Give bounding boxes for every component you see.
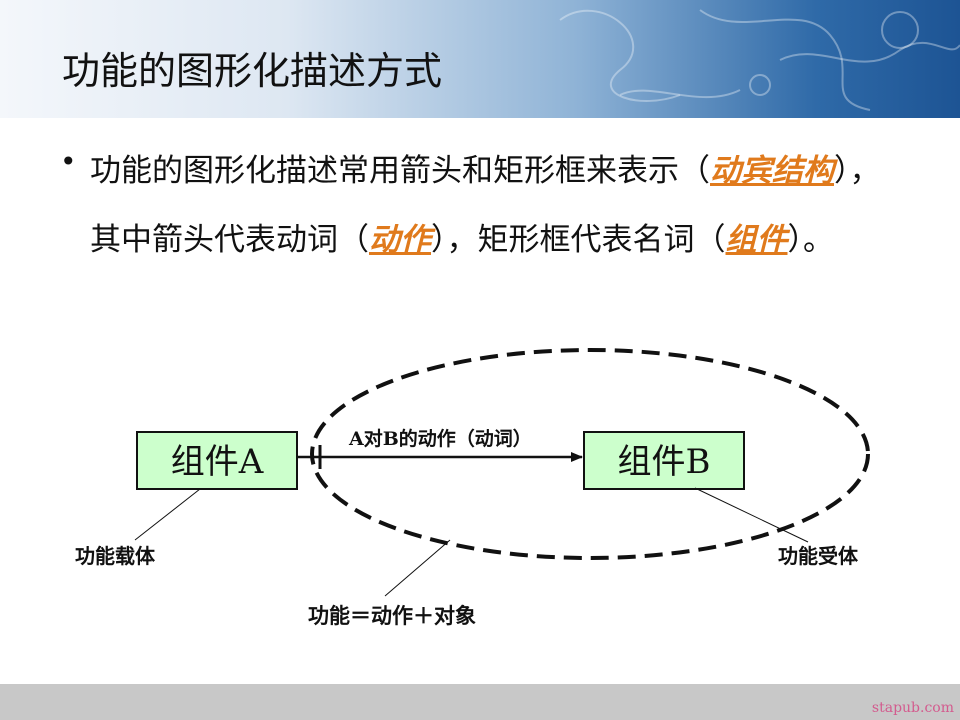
bullet-marker: • [60, 145, 77, 178]
function-diagram: 组件A 组件B A对B的动作（动词） 功能载体 功能受体 功能＝动作＋对象 [75, 348, 870, 628]
bullet-text-3: ），矩形框代表名词（ [431, 222, 726, 258]
formula-label: 功能＝动作＋对象 [308, 604, 476, 628]
highlight-dongzuo: 动作 [369, 222, 431, 258]
bullet-text-1: 功能的图形化描述常用箭头和矩形框来表示（ [90, 153, 710, 189]
decorative-swirl-pattern [559, 9, 960, 111]
highlight-zujian: 组件 [725, 222, 788, 258]
component-a-box [136, 431, 298, 490]
bullet-text-2: ），其中箭头代表动词（ [90, 153, 881, 258]
bullet-text-4: ）。 [787, 222, 835, 258]
carrier-label: 功能载体 [75, 544, 156, 568]
bullet-paragraph: 功能的图形化描述常用箭头和矩形框来表示（动宾结构），其中箭头代表动词（动作），矩… [90, 137, 890, 275]
watermark: stapub.com [871, 700, 954, 716]
receiver-leader-line [694, 487, 809, 543]
page-title: 功能的图形化描述方式 [62, 49, 443, 93]
component-b-label: 组件B [618, 442, 711, 482]
component-b-box [583, 431, 745, 490]
receiver-label: 功能受体 [778, 544, 859, 568]
component-a-label: 组件A [171, 442, 264, 482]
formula-leader-line [384, 539, 451, 597]
dashed-ellipse [310, 348, 870, 560]
title-banner: 功能的图形化描述方式 [0, 0, 960, 118]
arrow-label: A对B的动作（动词） [348, 427, 532, 450]
carrier-leader-line [134, 488, 201, 541]
highlight-dongbin: 动宾结构 [710, 153, 834, 189]
footer-bar [0, 684, 960, 720]
